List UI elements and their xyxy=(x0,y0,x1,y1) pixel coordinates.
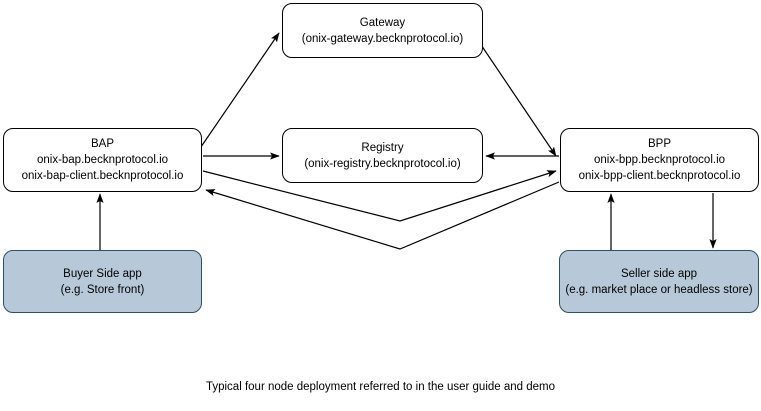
node-registry-url: (onix-registry.becknprotocol.io) xyxy=(304,157,461,170)
node-gateway-url: (onix-gateway.becknprotocol.io) xyxy=(301,32,464,45)
node-bpp[interactable]: BPP onix-bpp.becknprotocol.io onix-bpp-c… xyxy=(560,128,759,192)
node-bpp-title: BPP xyxy=(647,138,671,150)
node-bap[interactable]: BAP onix-bap.becknprotocol.io onix-bap-c… xyxy=(3,128,202,192)
node-gateway-title: Gateway xyxy=(359,16,406,29)
node-registry-title: Registry xyxy=(361,141,404,154)
node-buyer-side-app[interactable]: Buyer Side app (e.g. Store front) xyxy=(3,250,202,313)
connector-bap-to-bpp xyxy=(202,170,557,222)
node-buyer-side-app-title: Buyer Side app xyxy=(63,267,142,280)
connector-bpp-to-bap xyxy=(205,181,560,250)
diagram-caption: Typical four node deployment referred to… xyxy=(205,381,556,393)
node-gateway[interactable]: Gateway (onix-gateway.becknprotocol.io) xyxy=(282,3,483,58)
node-seller-side-app-example: (e.g. market place or headless store) xyxy=(565,283,753,296)
node-seller-side-app[interactable]: Seller side app (e.g. market place or he… xyxy=(559,250,759,313)
node-bap-url-primary: onix-bap.becknprotocol.io xyxy=(36,154,169,166)
node-buyer-side-app-example: (e.g. Store front) xyxy=(60,283,145,296)
connector-gateway-to-bpp xyxy=(472,32,557,157)
connector-bap-to-gateway xyxy=(191,32,280,161)
node-bpp-url-primary: onix-bpp.becknprotocol.io xyxy=(593,154,726,166)
node-seller-side-app-title: Seller side app xyxy=(620,267,698,280)
node-bap-title: BAP xyxy=(90,138,114,150)
node-registry[interactable]: Registry (onix-registry.becknprotocol.io… xyxy=(282,128,483,183)
node-bap-url-client: onix-bap-client.becknprotocol.io xyxy=(21,170,184,182)
node-bpp-url-client: onix-bpp-client.becknprotocol.io xyxy=(578,170,741,182)
